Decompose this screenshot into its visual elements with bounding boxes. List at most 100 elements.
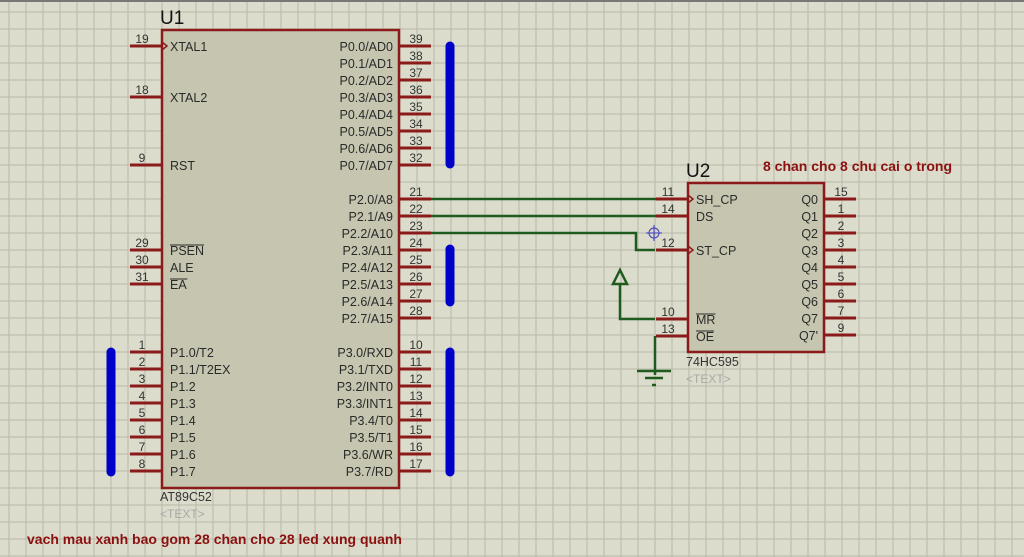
pin-number: 18: [135, 83, 149, 97]
pin-label: P0.1/AD1: [339, 57, 393, 71]
power-terminal-icon[interactable]: [610, 267, 630, 286]
pin-4[interactable]: 4Q4: [801, 253, 856, 275]
u2-text-placeholder: <TEXT>: [686, 372, 731, 386]
pin-6[interactable]: 6Q6: [801, 287, 856, 309]
note-bottom[interactable]: vach mau xanh bao gom 28 chan cho 28 led…: [27, 531, 402, 547]
pin-2[interactable]: 2Q2: [801, 219, 856, 241]
note-top-right[interactable]: 8 chan cho 8 chu cai o trong: [763, 158, 952, 174]
pin-number: 35: [409, 100, 423, 114]
pin-5[interactable]: 5Q5: [801, 270, 856, 292]
pin-number: 2: [139, 355, 146, 369]
pin-label: MR: [696, 313, 715, 327]
pin-7[interactable]: 7Q7: [801, 304, 856, 326]
pin-number: 36: [409, 83, 423, 97]
pin-label: P2.6/A14: [342, 295, 393, 309]
pin-label: RST: [170, 159, 195, 173]
pin-label: P2.4/A12: [342, 261, 393, 275]
pin-number: 15: [409, 423, 423, 437]
chip-u1[interactable]: U1 AT89C52 <TEXT> 19XTAL118XTAL29RST29PS…: [130, 8, 431, 521]
u1-ref-label: U1: [160, 8, 184, 29]
pin-number: 33: [409, 134, 423, 148]
u2-part-label: 74HC595: [686, 355, 739, 369]
pin-number: 17: [409, 457, 423, 471]
pin-1[interactable]: 1Q1: [801, 202, 856, 224]
pin-label: P3.7/RD: [346, 465, 393, 479]
pin-3[interactable]: 3P1.2: [130, 372, 196, 394]
pin-label: P3.6/WR: [343, 448, 393, 462]
pin-7[interactable]: 7P1.6: [130, 440, 196, 462]
u2-body[interactable]: [686, 181, 826, 354]
pin-label: DS: [696, 210, 713, 224]
pin-label: Q7: [801, 312, 818, 326]
pin-2[interactable]: 2P1.1/T2EX: [130, 355, 231, 377]
pin-label: Q3: [801, 244, 818, 258]
pin-3[interactable]: 3Q3: [801, 236, 856, 258]
pin-number: 4: [139, 389, 146, 403]
pin-1[interactable]: 1P1.0/T2: [130, 338, 214, 360]
wire-st-cp[interactable]: [418, 231, 655, 252]
pin-5[interactable]: 5P1.4: [130, 406, 196, 428]
pin-9[interactable]: 9Q7': [799, 321, 856, 343]
wire-mr-power[interactable]: [618, 283, 655, 321]
pin-8[interactable]: 8P1.7: [130, 457, 196, 479]
pin-label: P0.3/AD3: [339, 91, 393, 105]
pin-label: P2.7/A15: [342, 312, 393, 326]
pin-6[interactable]: 6P1.5: [130, 423, 196, 445]
pin-number: 12: [409, 372, 423, 386]
clock-pin-icon: [687, 245, 695, 255]
pin-label: ALE: [170, 261, 194, 275]
pin-label: XTAL1: [170, 40, 207, 54]
pin-label: ST_CP: [696, 244, 736, 258]
pin-label: P3.5/T1: [349, 431, 393, 445]
crosshair-cursor-icon: [646, 225, 662, 241]
pin-number: 14: [661, 202, 675, 216]
u1-body[interactable]: [160, 28, 401, 490]
pin-label: Q6: [801, 295, 818, 309]
pin-label: P0.7/AD7: [339, 159, 393, 173]
u1-right-pins: 39P0.0/AD038P0.1/AD137P0.2/AD236P0.3/AD3…: [337, 32, 431, 479]
pin-label: EA: [170, 278, 187, 292]
chip-u2[interactable]: U2 74HC595 <TEXT> 11SH_CP14DS12ST_CP10MR…: [656, 161, 856, 386]
pin-label: OE: [696, 330, 714, 344]
pin-4[interactable]: 4P1.3: [130, 389, 196, 411]
ground-icon[interactable]: [637, 369, 671, 387]
